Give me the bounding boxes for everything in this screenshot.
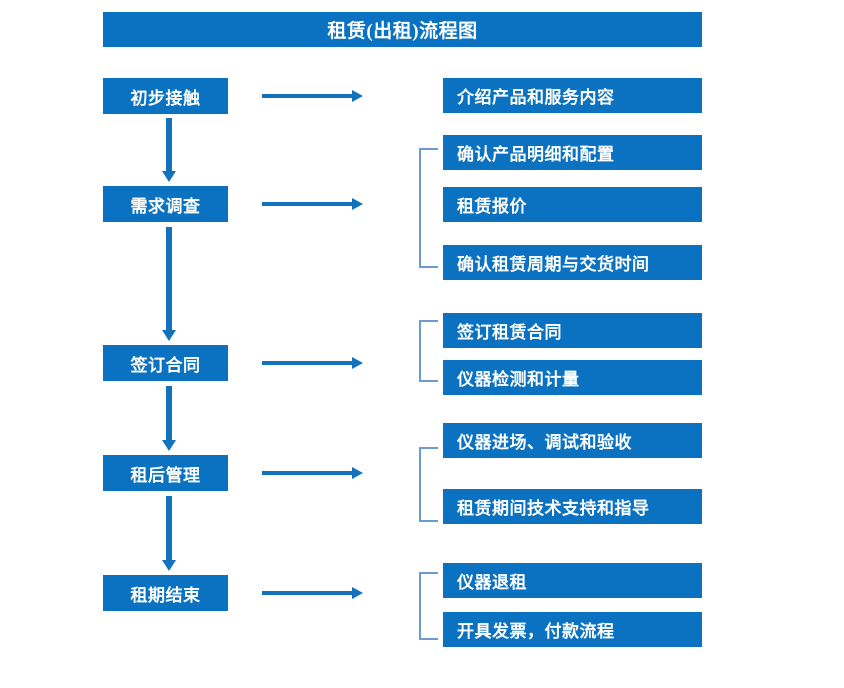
arrow-head [162, 440, 176, 451]
group-bracket-2 [419, 320, 438, 382]
arrow-head [352, 198, 363, 210]
vertical-arrow-2 [160, 227, 178, 341]
arrow-shaft [166, 386, 172, 440]
arrow-shaft [166, 496, 172, 560]
detail-box-10[interactable]: 开具发票，付款流程 [443, 612, 702, 647]
stage-box-1[interactable]: 初步接触 [103, 78, 228, 114]
group-bracket-4 [419, 572, 438, 640]
arrow-head [352, 357, 363, 369]
detail-box-3[interactable]: 租赁报价 [443, 187, 702, 222]
arrow-shaft [262, 202, 354, 206]
arrow-shaft [262, 361, 354, 365]
arrow-shaft [262, 471, 354, 475]
arrow-head [162, 171, 176, 182]
vertical-arrow-4 [160, 496, 178, 571]
arrow-head [162, 330, 176, 341]
vertical-arrow-3 [160, 386, 178, 451]
arrow-shaft [166, 118, 172, 171]
flowchart-title: 租赁(出租)流程图 [103, 12, 702, 47]
vertical-arrow-1 [160, 118, 178, 182]
arrow-head [352, 587, 363, 599]
detail-box-7[interactable]: 仪器进场、调试和验收 [443, 423, 702, 458]
stage-box-5[interactable]: 租期结束 [103, 575, 228, 611]
arrow-head [352, 467, 363, 479]
arrow-shaft [166, 227, 172, 330]
detail-box-1[interactable]: 介绍产品和服务内容 [443, 78, 702, 113]
detail-box-6[interactable]: 仪器检测和计量 [443, 360, 702, 395]
group-bracket-1 [419, 148, 438, 268]
horizontal-arrow-3 [262, 354, 363, 372]
stage-box-3[interactable]: 签订合同 [103, 345, 228, 381]
group-bracket-3 [419, 447, 438, 522]
detail-box-9[interactable]: 仪器退租 [443, 563, 702, 598]
arrow-shaft [262, 591, 354, 595]
horizontal-arrow-4 [262, 464, 363, 482]
detail-box-2[interactable]: 确认产品明细和配置 [443, 135, 702, 170]
detail-box-4[interactable]: 确认租赁周期与交货时间 [443, 245, 702, 280]
detail-box-5[interactable]: 签订租赁合同 [443, 313, 702, 348]
stage-box-2[interactable]: 需求调查 [103, 186, 228, 222]
arrow-head [352, 90, 363, 102]
arrow-shaft [262, 94, 354, 98]
detail-box-8[interactable]: 租赁期间技术支持和指导 [443, 489, 702, 524]
arrow-head [162, 560, 176, 571]
horizontal-arrow-2 [262, 195, 363, 213]
horizontal-arrow-1 [262, 87, 363, 105]
stage-box-4[interactable]: 租后管理 [103, 455, 228, 491]
horizontal-arrow-5 [262, 584, 363, 602]
